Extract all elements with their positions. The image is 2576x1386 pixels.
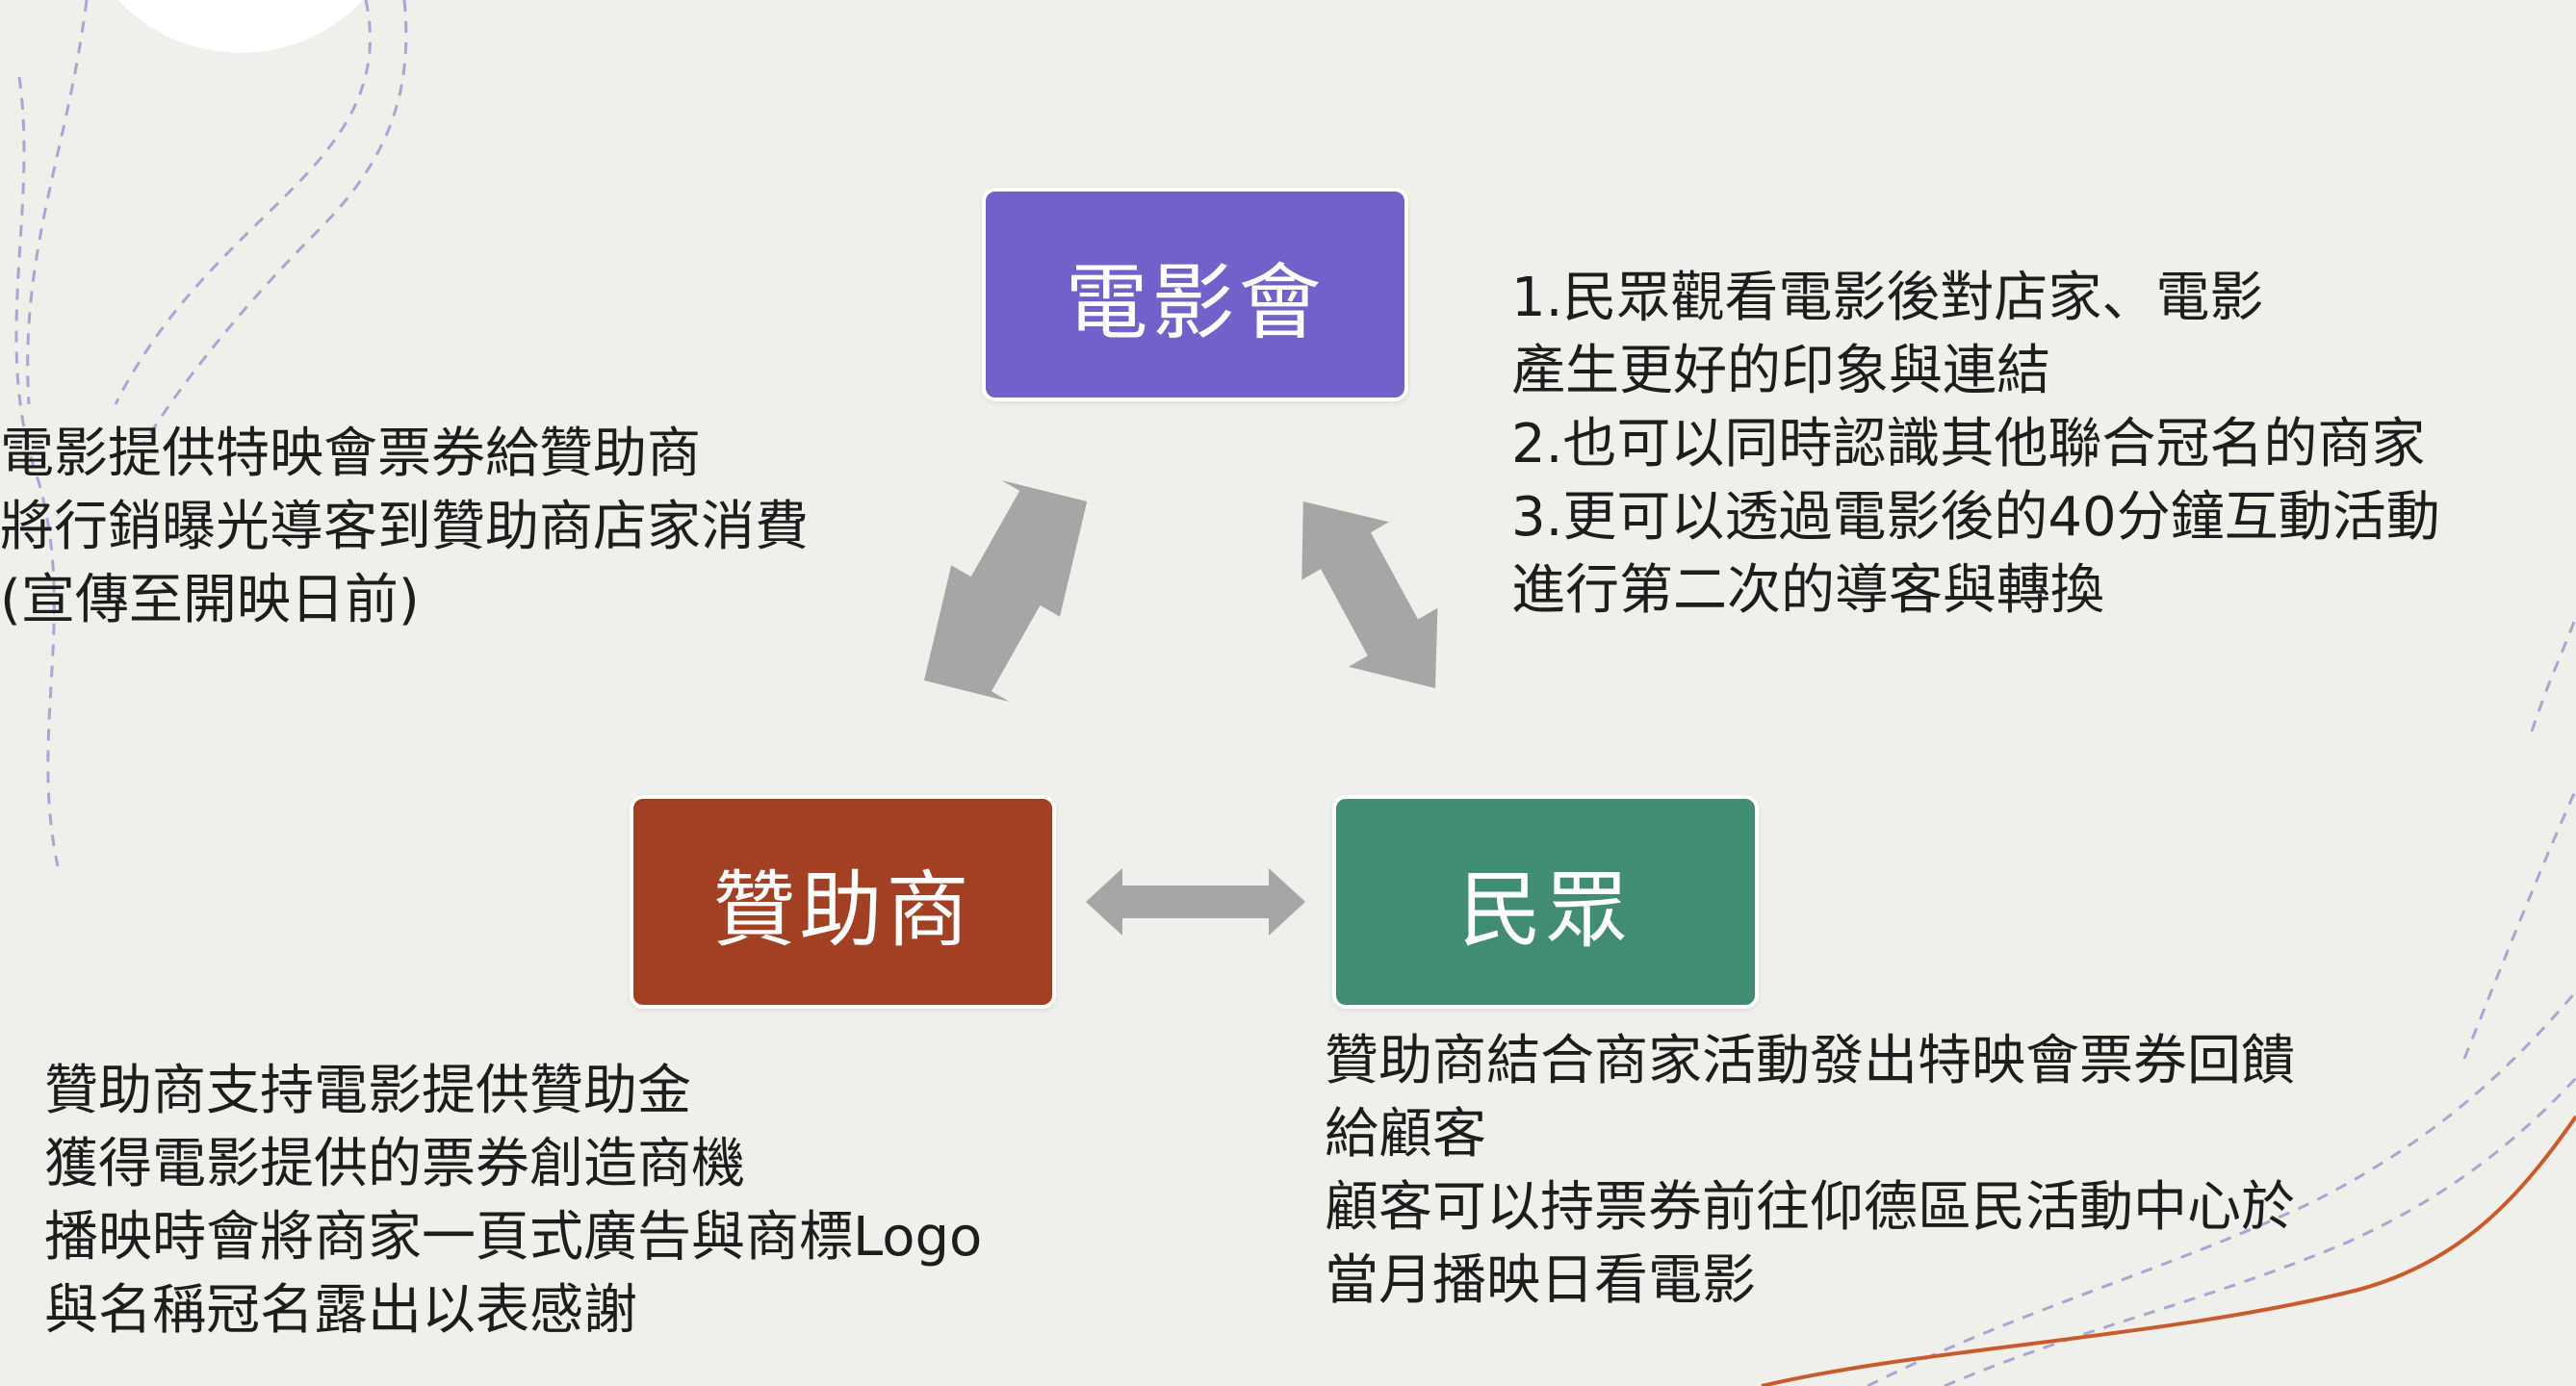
note-movie-to-sponsor: 電影提供特映會票券給贊助商 將行銷曝光導客到贊助商店家消費 (宣傳至開映日前) <box>0 418 809 637</box>
note-line: 電影提供特映會票券給贊助商 <box>0 418 809 491</box>
note-line: 贊助商結合商家活動發出特映會票券回饋 <box>1325 1025 2295 1098</box>
note-line: 播映時會將商家一頁式廣告與商標Logo <box>44 1201 982 1274</box>
note-line: 贊助商支持電影提供贊助金 <box>44 1055 982 1128</box>
note-sponsor: 贊助商支持電影提供贊助金 獲得電影提供的票券創造商機 播映時會將商家一頁式廣告與… <box>44 1055 982 1348</box>
note-line: 2.也可以同時認識其他聯合冠名的商家 <box>1511 408 2440 481</box>
double-arrow-movie-public <box>1301 501 1437 688</box>
note-line: 當月播映日看電影 <box>1325 1245 2295 1318</box>
note-line: (宣傳至開映日前) <box>0 564 809 637</box>
double-arrow-sponsor-public <box>1086 868 1305 936</box>
note-line: 3.更可以透過電影後的40分鐘互動活動 <box>1511 481 2440 554</box>
public-label: 民眾 <box>1459 842 1633 962</box>
dashed-contour-line <box>28 0 87 404</box>
dashed-contour-line <box>116 0 371 404</box>
dashed-contour-line <box>2464 789 2576 1059</box>
sponsor-label: 贊助商 <box>713 842 973 962</box>
movie-event-node: 電影會 <box>982 188 1408 401</box>
sponsor-node: 贊助商 <box>630 795 1056 1009</box>
note-line: 獲得電影提供的票券創造商機 <box>44 1128 982 1201</box>
note-line: 給顧客 <box>1325 1098 2295 1171</box>
dashed-contour-line <box>144 0 406 443</box>
dashed-contour-line <box>2532 616 2576 732</box>
note-line: 顧客可以持票券前往仰德區民活動中心於 <box>1325 1171 2295 1245</box>
note-line: 產生更好的印象與連結 <box>1511 335 2440 408</box>
note-line: 1.民眾觀看電影後對店家、電影 <box>1511 262 2440 335</box>
note-line: 進行第二次的導客與轉換 <box>1511 554 2440 628</box>
corner-circle <box>72 0 409 53</box>
note-public: 贊助商結合商家活動發出特映會票券回饋 給顧客 顧客可以持票券前往仰德區民活動中心… <box>1325 1025 2295 1318</box>
note-line: 將行銷曝光導客到贊助商店家消費 <box>0 491 809 564</box>
public-node: 民眾 <box>1332 795 1759 1009</box>
double-arrow-movie-sponsor <box>924 480 1087 702</box>
movie-event-label: 電影會 <box>1066 235 1326 355</box>
note-line: 與名稱冠名露出以表感謝 <box>44 1274 982 1348</box>
note-movie-to-public: 1.民眾觀看電影後對店家、電影 產生更好的印象與連結 2.也可以同時認識其他聯合… <box>1511 262 2440 628</box>
